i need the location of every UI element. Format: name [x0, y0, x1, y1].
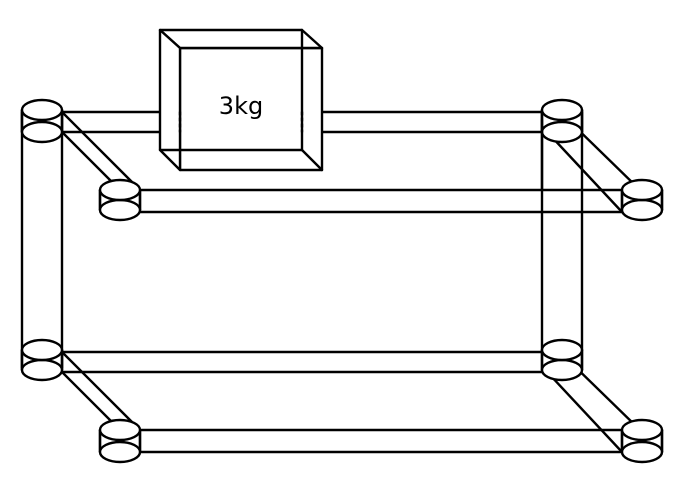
joint-top-front-left [98, 178, 142, 222]
joint-bottom-front-left [98, 418, 142, 464]
joint-top-front-right [620, 178, 664, 222]
joint-top-right [540, 98, 584, 144]
bottom-left-diagonal-tube [60, 350, 142, 432]
top-back-tube [60, 110, 544, 134]
bottom-back-tube [60, 350, 544, 374]
bottom-front-tube [138, 428, 624, 454]
weight-box: 3kg [158, 28, 324, 172]
weight-label: 3kg [219, 92, 263, 120]
joint-bottom-right [540, 338, 584, 382]
joint-bottom-front-right [620, 418, 664, 464]
joint-bottom-left [20, 338, 64, 382]
joint-top-left [20, 98, 64, 144]
top-left-diagonal-tube [60, 110, 142, 192]
front-left-post [20, 110, 64, 370]
top-front-tube [138, 188, 624, 214]
